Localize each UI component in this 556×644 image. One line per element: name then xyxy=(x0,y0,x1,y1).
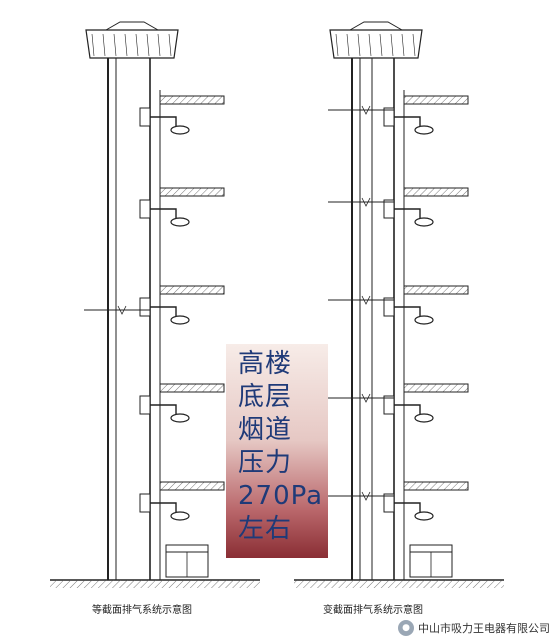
left-building xyxy=(50,21,260,588)
hood-duct xyxy=(394,116,421,126)
roof-cap-grill xyxy=(157,33,161,57)
hood-head xyxy=(414,217,434,227)
watermark: ● 中山市吸力王电器有限公司 xyxy=(398,620,550,636)
floor-slab xyxy=(403,285,469,295)
callout-line-1: 高楼 xyxy=(238,349,293,379)
range-hood-body xyxy=(139,395,151,415)
break-mark xyxy=(361,393,371,403)
range-hood-body xyxy=(383,395,395,415)
roof-cap-grill xyxy=(168,33,172,57)
ground-hatch xyxy=(50,580,260,588)
roof-cap-grill xyxy=(146,33,150,57)
floor-slab xyxy=(159,187,225,197)
roof-cap-grill xyxy=(113,33,117,57)
floor-slab xyxy=(159,285,225,295)
hood-duct xyxy=(150,116,177,126)
hood-duct xyxy=(150,306,177,316)
roof-cap-grill xyxy=(335,33,339,57)
hood-duct xyxy=(394,306,421,316)
range-hood-body xyxy=(139,297,151,317)
roof-cap-grill xyxy=(379,33,383,57)
range-hood-body xyxy=(383,199,395,219)
hood-duct xyxy=(150,404,177,414)
range-hood-body xyxy=(383,297,395,317)
hood-head xyxy=(170,217,190,227)
roof-cap-grill xyxy=(346,33,350,57)
roof-cap-grill xyxy=(390,33,394,57)
hood-head xyxy=(414,511,434,521)
roof-cap-grill xyxy=(401,33,405,57)
break-mark xyxy=(361,197,371,207)
roof-cap-grill xyxy=(91,33,95,57)
break-mark xyxy=(361,491,371,501)
break-mark xyxy=(117,305,127,315)
hood-duct xyxy=(150,502,177,512)
callout-line-3: 烟道 xyxy=(238,415,293,445)
roof-cap-grill xyxy=(124,33,128,57)
hood-head xyxy=(170,511,190,521)
hood-duct xyxy=(394,404,421,414)
roof-cap-grill xyxy=(412,33,416,57)
floor-slab xyxy=(159,383,225,393)
callout-line-4: 压力 xyxy=(238,448,293,478)
break-mark xyxy=(361,105,371,115)
left-caption: 等截面排气系统示意图 xyxy=(92,605,192,616)
roof-cap-grill xyxy=(368,33,372,57)
right-building xyxy=(294,21,504,588)
floor-slab xyxy=(403,187,469,197)
break-mark xyxy=(361,295,371,305)
callout-line-6: 左右 xyxy=(238,514,293,544)
range-hood-body xyxy=(383,493,395,513)
pressure-callout: 高楼 底层 烟道 压力 270Pa 左右 xyxy=(226,344,328,558)
hood-head xyxy=(414,315,434,325)
hood-head xyxy=(170,125,190,135)
floor-slab xyxy=(403,383,469,393)
roof-cap-top xyxy=(349,21,403,31)
watermark-text: 中山市吸力王电器有限公司 xyxy=(418,622,550,635)
ground-hatch xyxy=(294,580,504,588)
callout-line-2: 底层 xyxy=(238,382,293,412)
range-hood-body xyxy=(383,107,395,127)
roof-cap-grill xyxy=(357,33,361,57)
roof-cap xyxy=(329,29,423,59)
range-hood-body xyxy=(139,107,151,127)
roof-cap-top xyxy=(105,21,159,31)
wechat-icon: ● xyxy=(398,620,414,636)
hood-duct xyxy=(394,208,421,218)
floor-slab xyxy=(159,481,225,491)
hood-head xyxy=(170,315,190,325)
hood-duct xyxy=(394,502,421,512)
range-hood-body xyxy=(139,199,151,219)
hood-head xyxy=(170,413,190,423)
roof-cap xyxy=(85,29,179,59)
hood-duct xyxy=(150,208,177,218)
hood-head xyxy=(414,413,434,423)
floor-slab xyxy=(159,95,225,105)
range-hood-body xyxy=(139,493,151,513)
roof-cap-grill xyxy=(102,33,106,57)
floor-slab xyxy=(403,481,469,491)
floor-slab xyxy=(403,95,469,105)
callout-line-5: 270Pa xyxy=(238,481,324,511)
hood-head xyxy=(414,125,434,135)
right-caption: 变截面排气系统示意图 xyxy=(323,605,423,616)
roof-cap-grill xyxy=(135,33,139,57)
